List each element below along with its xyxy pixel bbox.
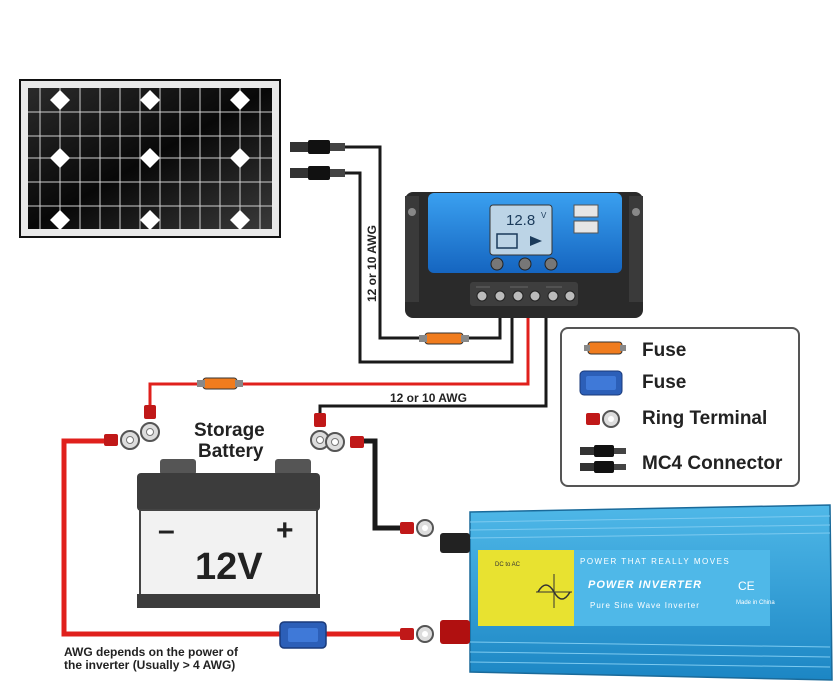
awg-note-line2: the inverter (Usually > 4 AWG): [64, 658, 236, 672]
ring-terminal-icon: [586, 410, 620, 428]
ring-terminal-battery-positive-lower: [104, 430, 140, 450]
panel-wire-1: [345, 145, 502, 340]
wire-gauge-vertical-label: 12 or 10 AWG: [365, 225, 379, 302]
battery-minus-sign: –: [158, 514, 175, 547]
usb-port-1: [573, 204, 599, 218]
inverter-made-in: Made in China: [736, 600, 775, 606]
controller-button-3[interactable]: [544, 257, 558, 271]
charge-controller: 12.8 V: [405, 192, 643, 318]
mc4-connector-icon: [580, 445, 626, 473]
battery-positive-wire: [148, 318, 530, 410]
lcd-unit: V: [541, 211, 547, 220]
wire-gauge-horizontal-label: 12 or 10 AWG: [390, 391, 467, 405]
storage-battery: – + 12V: [137, 459, 320, 608]
orange-fuse-battery-line: [197, 377, 243, 390]
legend: Fuse Fuse Ring Terminal MC4 Connector: [560, 327, 800, 487]
inverter-positive-wire: [61, 438, 405, 637]
inverter-negative-wire: [355, 438, 405, 531]
legend-label-blue-fuse: Fuse: [642, 372, 687, 393]
blue-fuse-inverter-line: [279, 621, 327, 649]
inverter-dc-ac: DC to AC: [495, 562, 521, 568]
battery-plus-sign: +: [276, 514, 294, 547]
awg-note-line1: AWG depends on the power of: [64, 645, 238, 659]
inverter-title: POWER INVERTER: [588, 579, 702, 591]
inverter-negative-terminal: [440, 533, 470, 553]
battery-title-line1: Storage: [194, 420, 265, 441]
lcd-reading: 12.8: [506, 212, 535, 229]
controller-button-2[interactable]: [518, 257, 532, 271]
battery-title-line2: Battery: [198, 441, 264, 462]
ring-terminal-battery-positive-upper: [140, 405, 160, 442]
battery-voltage: 12V: [195, 546, 263, 588]
wires: [61, 145, 548, 637]
inverter-positive-terminal: [440, 620, 470, 644]
ring-terminal-inverter-positive: [400, 625, 434, 643]
usb-port-2: [573, 220, 599, 234]
ring-terminal-inverter-negative: [400, 519, 434, 537]
power-inverter: POWER THAT REALLY MOVES POWER INVERTER P…: [440, 504, 833, 681]
legend-label-ring-terminal: Ring Terminal: [642, 408, 768, 429]
solar-panel: [19, 79, 281, 238]
inverter-slogan: POWER THAT REALLY MOVES: [580, 557, 730, 566]
legend-label-mc4-connector: MC4 Connector: [642, 453, 783, 474]
controller-button-1[interactable]: [490, 257, 504, 271]
inverter-subtitle: Pure Sine Wave Inverter: [590, 601, 700, 610]
orange-fuse-panel-line: [419, 332, 469, 345]
blue-fuse-icon: [579, 370, 623, 396]
ring-terminal-battery-negative-upper: [310, 413, 330, 450]
mc4-connector-panel-2: [290, 166, 345, 180]
panel-wire-2: [345, 171, 514, 364]
legend-label-orange-fuse: Fuse: [642, 340, 687, 361]
mc4-connector-panel-1: [290, 140, 345, 154]
ring-terminal-battery-negative-lower: [325, 432, 364, 452]
inverter-ce-mark: CE: [738, 579, 755, 593]
orange-fuse-icon: [584, 341, 626, 355]
